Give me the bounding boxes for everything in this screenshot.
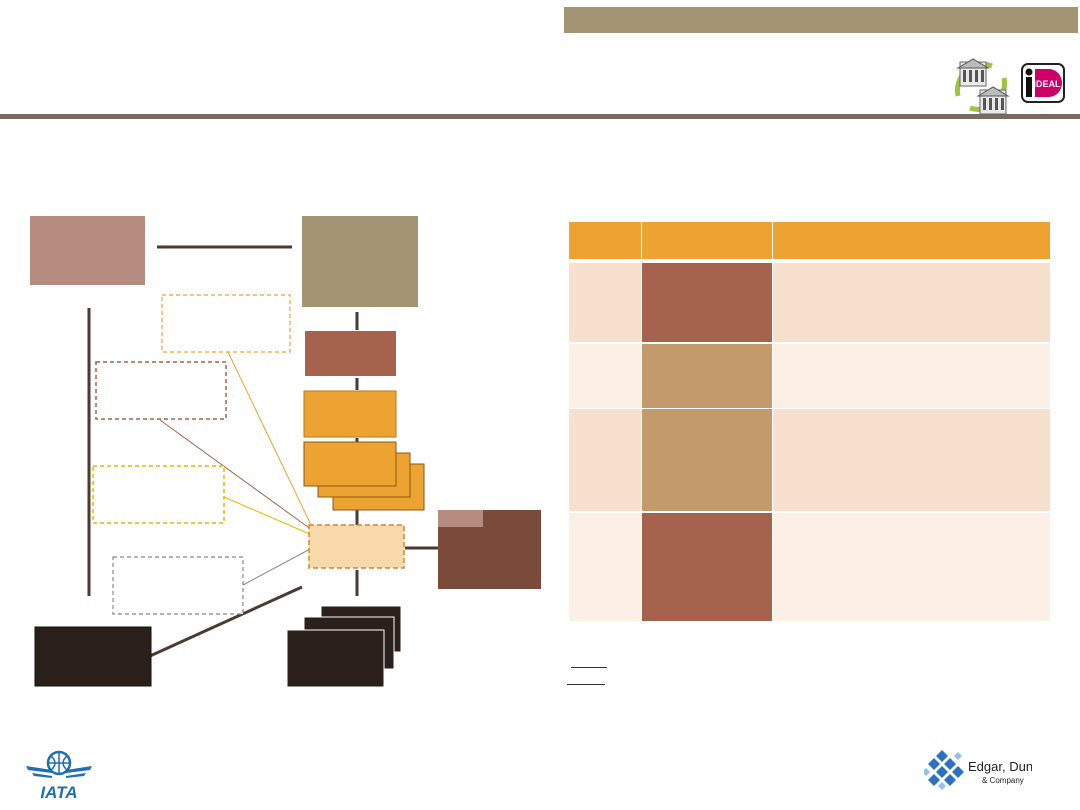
table-cell [642, 513, 772, 621]
table-cell [642, 344, 772, 408]
table-header-cell [642, 222, 772, 259]
callout-leader [227, 351, 313, 528]
callout-leader [223, 496, 313, 536]
bank-transfer-icon [948, 56, 1014, 118]
callout-leader [159, 419, 313, 531]
header-band [564, 7, 1078, 33]
rust-box [305, 331, 396, 376]
table-cell [569, 513, 641, 621]
edgar-dunn-logo: Edgar, Dunn & Company [922, 748, 1040, 792]
comparison-table [569, 222, 1050, 622]
rose-box [30, 216, 145, 285]
callout-leader [242, 547, 313, 586]
iata-logo-text: IATA [40, 783, 77, 800]
connector-line [149, 585, 303, 658]
stacked-black-box [286, 629, 385, 688]
table-header-cell [569, 222, 641, 259]
ideal-logo: iDEAL [1021, 63, 1065, 103]
table-cell [569, 263, 641, 342]
note-underline [567, 684, 605, 685]
ideal-logo-text: iDEAL [1034, 79, 1062, 89]
dark-brown-box-tab [438, 510, 483, 527]
table-cell [642, 409, 772, 511]
table-cell [773, 263, 1050, 342]
near-black-box [34, 626, 152, 687]
table-header-cell [773, 222, 1050, 259]
flow-diagram [30, 216, 541, 688]
table-cell [773, 409, 1050, 511]
orange-box [303, 390, 397, 438]
edgar-dunn-sub: & Company [982, 776, 1024, 785]
edgar-dunn-name: Edgar, Dunn [968, 759, 1032, 774]
table-cell [773, 344, 1050, 408]
note-underline [571, 667, 607, 668]
callout-box-grey [112, 556, 244, 615]
central-peach-box [308, 524, 405, 569]
table-cell [569, 409, 641, 511]
note-text [612, 658, 1042, 672]
callout-box-orange [161, 294, 291, 353]
iata-logo: IATA [22, 748, 96, 802]
khaki-box [302, 216, 418, 307]
callout-box-rust [95, 361, 227, 420]
table-cell [773, 513, 1050, 621]
callout-box-yellow [92, 465, 225, 524]
table-cell [569, 344, 641, 408]
header-divider [0, 114, 1080, 119]
stacked-orange-box [303, 441, 397, 487]
note-text [612, 675, 1042, 689]
table-cell [642, 263, 772, 342]
